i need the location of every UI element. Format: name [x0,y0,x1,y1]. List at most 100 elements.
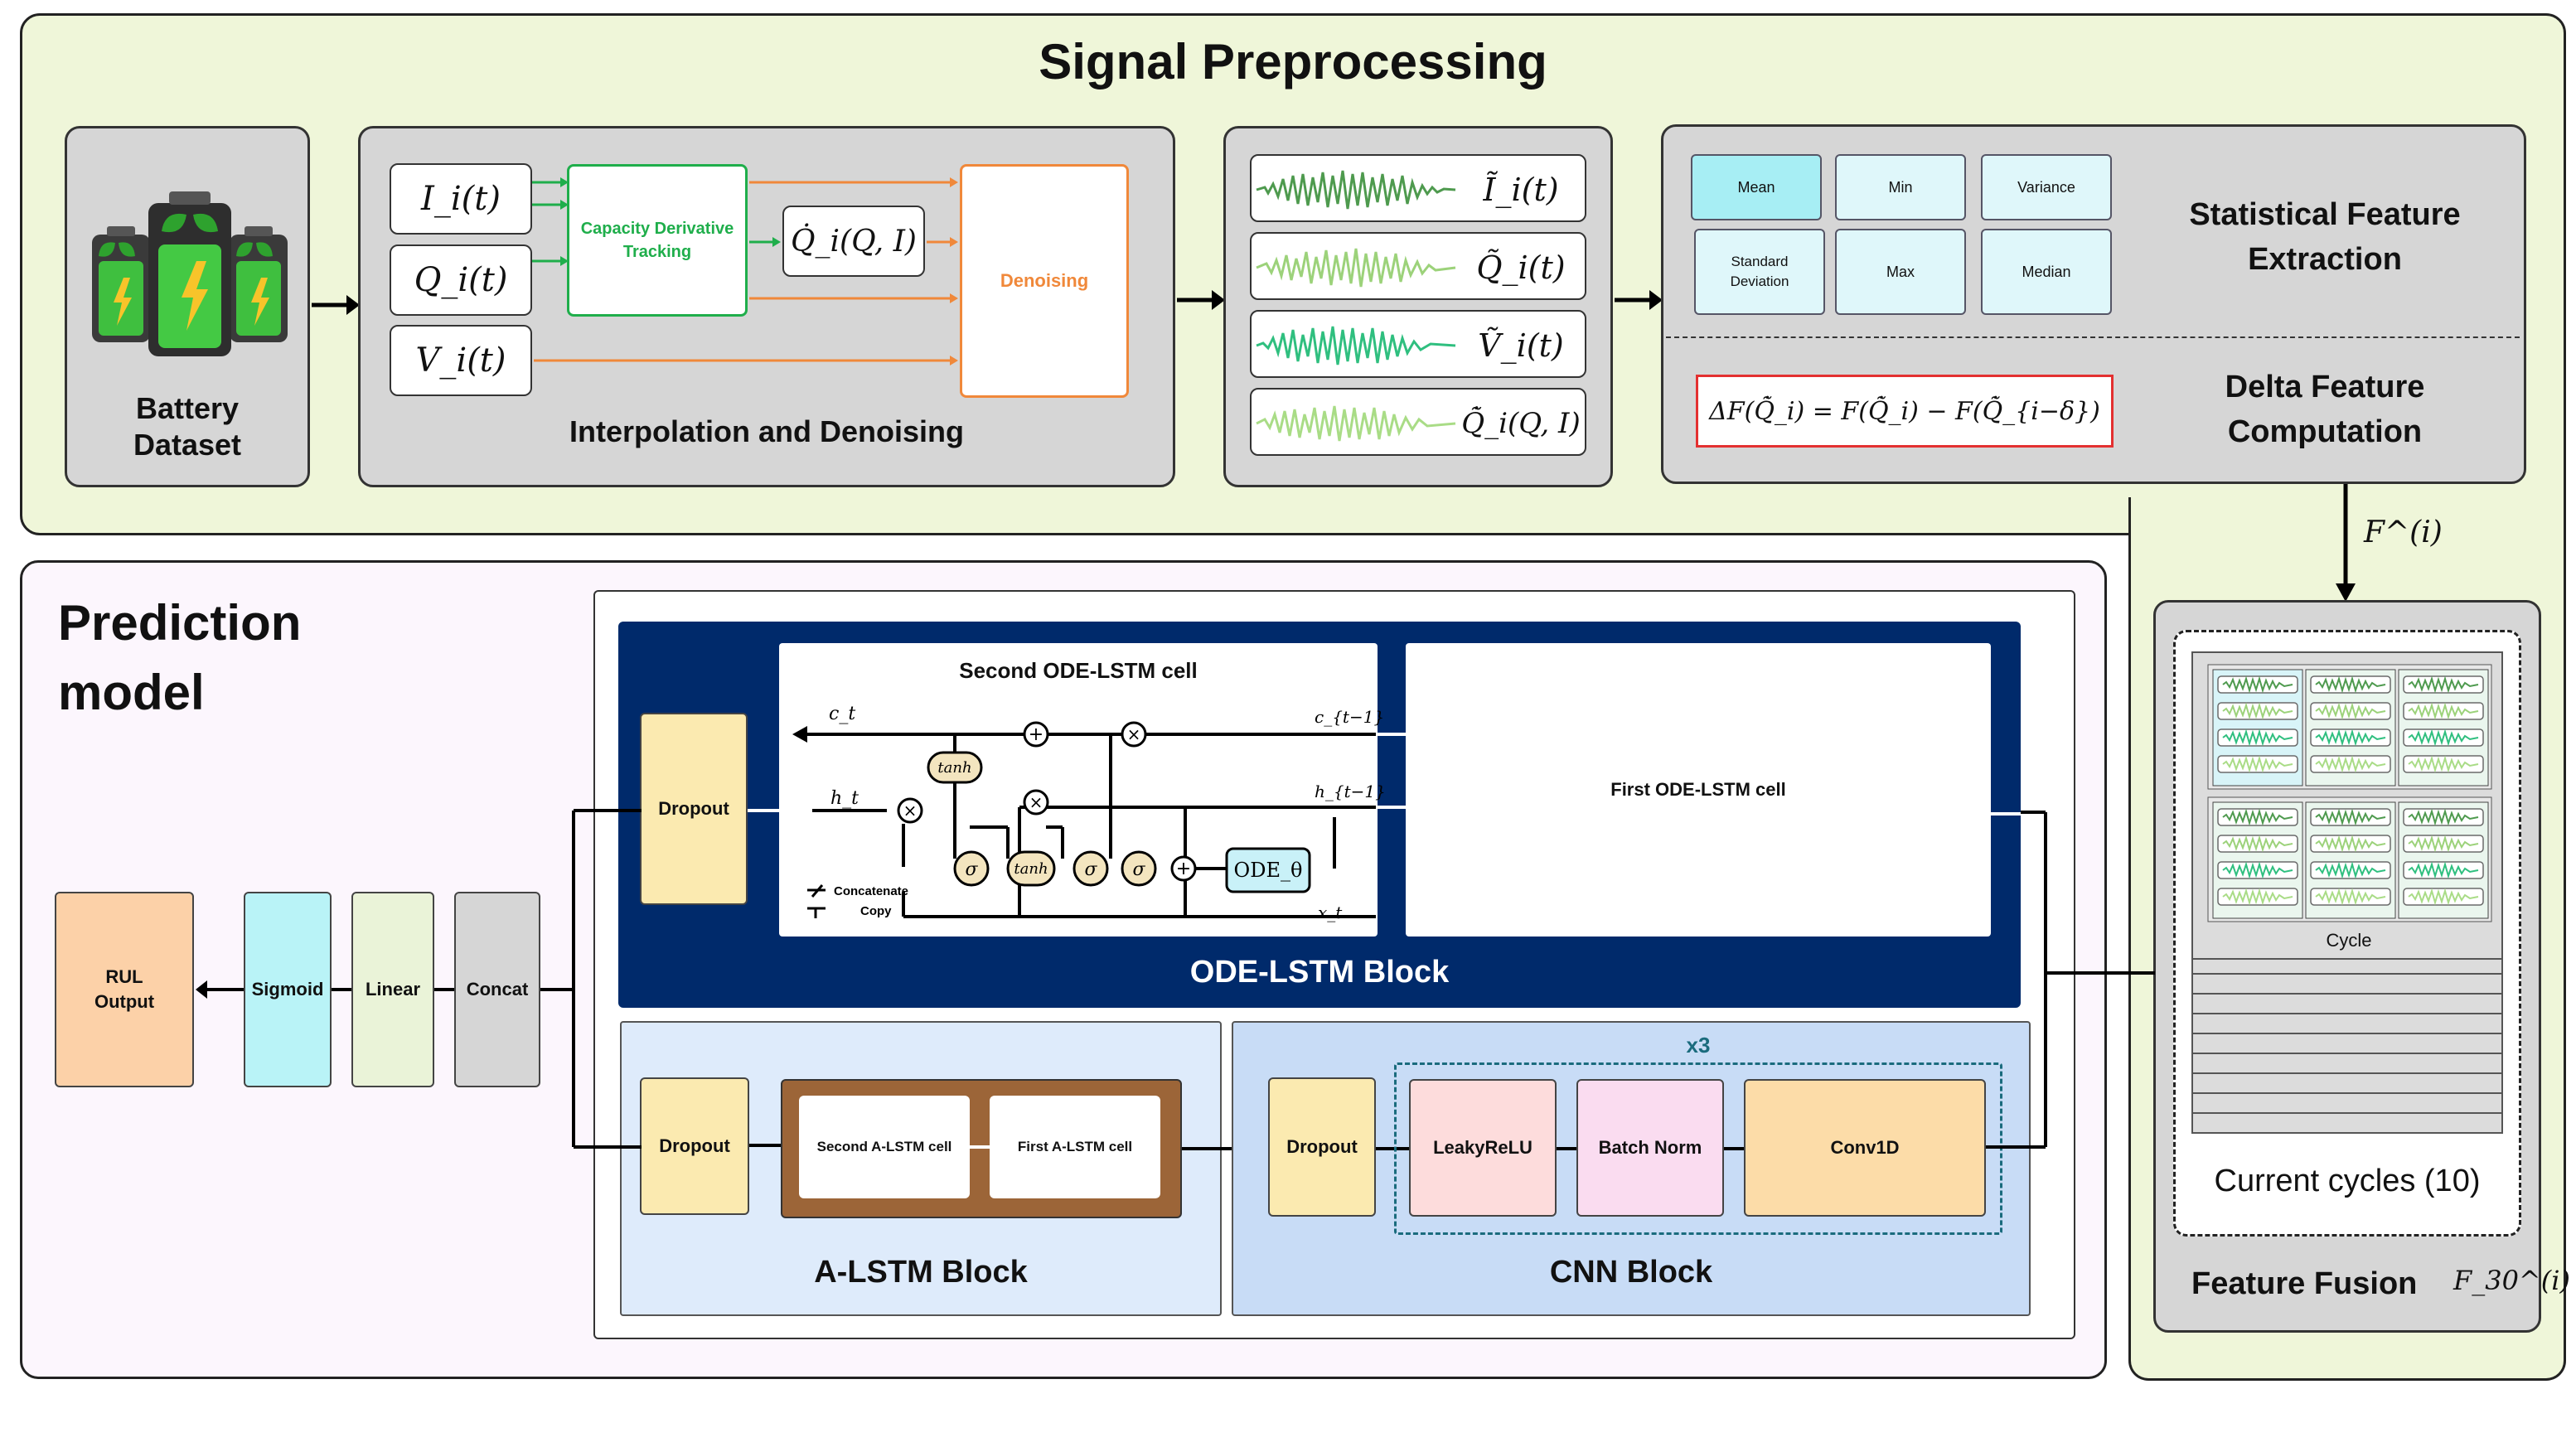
battery-label-line1: Battery [135,391,240,425]
leaky-bn-connector [1557,1147,1576,1150]
svg-text:×: × [1029,792,1043,812]
signal-row-voltage: Ṽ_i(t) [1250,310,1586,378]
delta-title-line1: Delta Feature [2225,370,2425,404]
feature-fusion-symbol: F_30^(i) [2453,1265,2570,1296]
cycle-sheet [2191,1072,2503,1094]
stat-variance: Variance [1981,154,2112,220]
stat-features-title: Statistical Feature Extraction [2138,192,2511,282]
alstm-dropout: Dropout [640,1077,749,1215]
svg-text:×: × [903,801,918,820]
legend-copy: Copy [860,904,892,918]
rul-output-box: RUL Output [55,892,194,1087]
label-c-t: c_t [829,704,855,724]
cycle-label: Cycle [2326,930,2372,951]
stat-std: Standard Deviation [1694,229,1825,315]
arrow-icon [1177,290,1225,310]
gate-tanh: tanh [1014,860,1048,878]
svg-text:+: + [1176,859,1191,879]
cnn-dropout-connector [1376,1147,1409,1150]
signal-label-current: Ĩ_i(t) [1483,172,1559,208]
conv1d-box: Conv1D [1744,1079,1986,1217]
signal-row-charge: Q̃_i(t) [1250,232,1586,300]
legend-concatenate: Concatenate [834,884,908,898]
rul-line2: Output [94,991,155,1012]
feature-fusion-title: Feature Fusion [2191,1266,2418,1301]
label-x-t: x_t [1318,903,1343,922]
signal-row-current: Ĩ_i(t) [1250,154,1586,222]
cdt-line2: Tracking [622,243,692,261]
prediction-title-line2: model [58,665,205,720]
stat-median: Median [1981,229,2112,315]
a-lstm-title: A-LSTM Block [814,1255,1028,1290]
cycle-sheet [2191,1092,2503,1114]
input-charge: Q_i(t) [390,244,532,316]
ode-solver: ODE_θ [1234,859,1303,882]
cycle-sheet [2191,993,2503,1014]
ode-cell-connector-h [1378,806,1406,809]
signal-label-qdot: Q̃̇_i(Q, I) [1461,407,1581,440]
stat-title-line1: Statistical Feature [2189,197,2461,232]
gate-sigma: σ [1084,859,1097,880]
alstm-cell-connector [970,1145,990,1149]
linear-box: Linear [351,892,434,1087]
battery-label-line2: Dataset [133,428,242,462]
alstm-cnn-connector [1182,1147,1266,1150]
arrow-icon [196,980,244,999]
feature-divider [1666,336,2520,338]
linear-concat-connector [434,988,454,991]
ode-first-cell-out [1991,812,2021,816]
signal-label-charge: Q̃_i(t) [1476,249,1566,286]
second-ode-lstm-title: Second ODE-LSTM cell [959,658,1198,683]
concat-box: Concat [454,892,540,1087]
delta-title: Delta Feature Computation [2138,365,2511,454]
waveform-icon [1256,170,1456,210]
gate-sigma: σ [1132,859,1145,880]
sigmoid-linear-connector [332,988,351,991]
input-current: I_i(t) [390,163,532,235]
cell-tanh: tanh [937,759,971,777]
stat-max: Max [1835,229,1966,315]
capacity-derivative-tracking: Capacity Derivative Tracking [567,164,748,317]
qdot-signal: Q̇_i(Q, I) [782,206,925,277]
alstm-dropout-connector [749,1144,781,1147]
delta-formula: ΔF(Q̃̇_i) = F(Q̃̇_i) − F(Q̃̇_{i−δ}) [1696,375,2114,448]
signal-preprocessing-title: Signal Preprocessing [1039,34,1547,90]
ode-lstm-title: ODE-LSTM Block [1189,955,1450,990]
interpolation-title: Interpolation and Denoising [569,414,964,448]
signal-row-qdot: Q̃̇_i(Q, I) [1250,388,1586,456]
battery-dataset-box: Battery Dataset [65,126,310,487]
svg-text:×: × [1127,724,1141,744]
cycle-sheet [2191,1033,2503,1054]
model-routing-lines [540,809,2155,1149]
cycle-sheet [2191,973,2503,995]
stat-min: Min [1835,154,1966,220]
denoising-box: Denoising [960,164,1129,398]
delta-title-line2: Computation [2227,414,2423,449]
cdt-line1: Capacity Derivative [580,220,734,238]
interp-connectors [532,177,958,365]
bn-conv-connector [1724,1147,1744,1150]
stat-mean: Mean [1691,154,1822,220]
prediction-model-title: Prediction model [58,588,301,728]
feature-arrow-label: F^(i) [2364,515,2443,549]
arrow-icon [312,295,360,315]
input-voltage: V_i(t) [390,325,532,396]
ode-lstm-cell-diagram: + × × × + σ tanh σ σ tanh ODE_θ c_t c_{t… [792,704,1386,922]
gate-sigma: σ [965,859,978,880]
current-cycles-label: Current cycles (10) [2214,1164,2481,1198]
signal-label-voltage: Ṽ_i(t) [1478,327,1564,364]
batchnorm-box: Batch Norm [1576,1079,1724,1217]
label-h-t: h_t [830,788,859,809]
battery-icon [92,191,288,356]
cycle-features-grid [2207,664,2492,922]
svg-text:+: + [1029,724,1043,745]
prediction-title-line1: Prediction [58,595,302,651]
stat-title-line2: Extraction [2248,242,2402,277]
label-c-t-1: c_{t−1} [1315,707,1384,727]
cnn-repeat-label: x3 [1686,1033,1711,1058]
waveform-icon [1256,248,1456,288]
ode-dropout-connector [748,809,779,812]
arrow-icon [1615,290,1663,310]
cnn-title: CNN Block [1549,1255,1713,1290]
cycle-sheet [2191,1112,2503,1134]
